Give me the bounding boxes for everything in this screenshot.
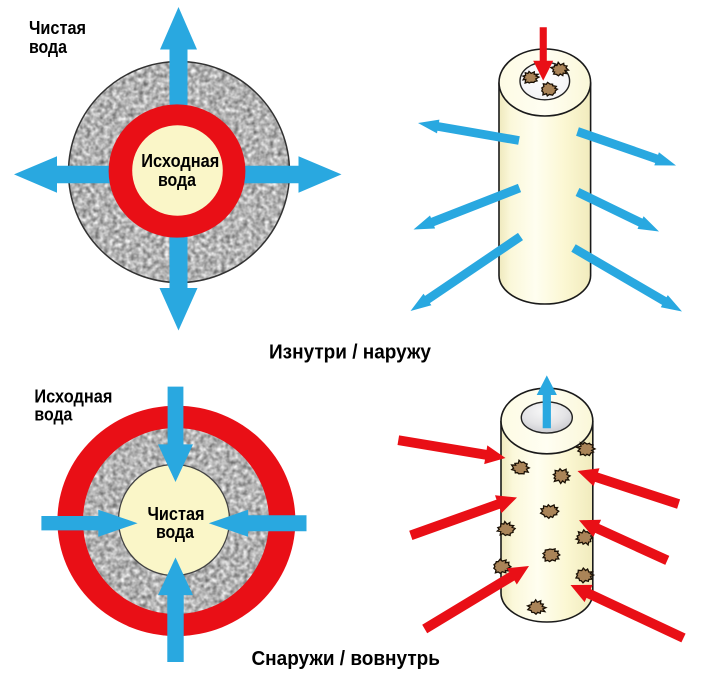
svg-text:Исходная: Исходная (141, 151, 219, 171)
svg-text:Изнутри / наружу: Изнутри / наружу (269, 342, 432, 364)
svg-text:вода: вода (34, 405, 73, 425)
svg-text:Чистая: Чистая (148, 504, 205, 524)
svg-text:вода: вода (156, 522, 195, 542)
svg-text:вода: вода (29, 37, 68, 57)
svg-text:Исходная: Исходная (34, 387, 112, 407)
svg-text:Чистая: Чистая (29, 18, 86, 38)
svg-text:вода: вода (158, 170, 197, 190)
svg-text:Снаружи / вовнутрь: Снаружи / вовнутрь (251, 648, 440, 670)
